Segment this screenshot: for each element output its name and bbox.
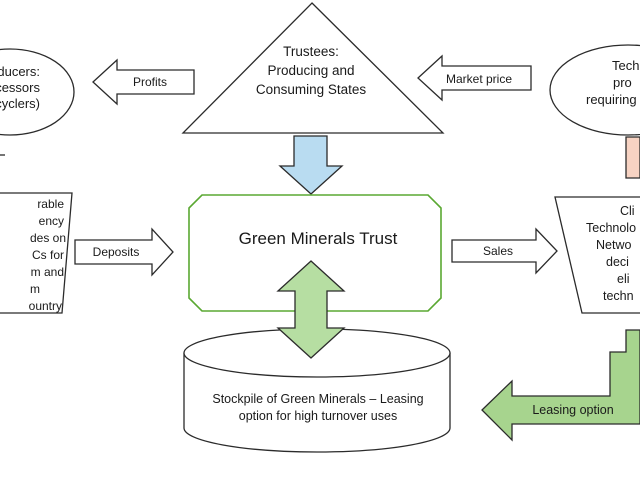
trustees-node: Trustees: Producing and Consuming States [181,2,445,134]
right-box-line-2: Technolo [586,221,636,235]
trustees-line-3: Consuming States [256,82,367,97]
left-box-line-5: m and [31,265,64,279]
right-box-node: Cli Technolo Netwo deci eli techn [554,196,640,314]
market-price-label: Market price [446,72,512,86]
left-box-line-4: Cs for [32,248,64,262]
right-box-line-4: deci [606,255,629,269]
left-box-line-6: m [30,282,40,296]
green-double-arrow [276,260,346,359]
producers-line-3: cyclers) [0,96,40,111]
trustees-line-1: Trustees: [283,44,339,59]
left-box-node: rable ency des on Cs for m and m ountry [0,192,73,314]
sales-arrow: Sales [451,227,558,275]
market-price-arrow: Market price [417,54,532,102]
technology-line-3: requiring [586,92,637,107]
technology-node: Tech pro requiring [549,44,640,136]
pink-down-arrow [625,136,640,179]
leasing-option-arrow: Leasing option [481,329,640,442]
technology-line-1: Tech [612,58,639,73]
trustees-line-2: Producing and [267,63,354,78]
right-box-line-6: techn [603,289,634,303]
left-box-line-2: ency [39,214,64,228]
right-box-line-3: Netwo [596,238,631,252]
profits-label: Profits [133,75,167,89]
left-box-line-3: des on [30,231,66,245]
producers-line-1: ducers: [0,64,40,79]
blue-down-arrow [278,135,344,195]
leasing-option-label: Leasing option [532,403,613,417]
producers-line-2: ocessors [0,80,40,95]
trust-node: Green Minerals Trust [188,194,442,312]
producers-node: ducers: ocessors cyclers) [0,48,75,136]
trust-border [188,194,442,312]
trust-label: Green Minerals Trust [239,229,398,248]
deposits-label: Deposits [93,245,140,259]
technology-line-2: pro [613,75,632,90]
left-box-line-7: ountry [29,299,62,313]
stockpile-line-1: Stockpile of Green Minerals – Leasing [212,392,423,406]
sales-label: Sales [483,244,513,258]
left-box-line-1: rable [37,197,64,211]
deposits-arrow: Deposits [74,227,174,277]
stockpile-line-2: option for high turnover uses [239,409,397,423]
right-box-line-1: Cli [620,204,635,218]
profits-arrow: Profits [92,58,195,106]
right-box-line-5: eli [617,272,630,286]
